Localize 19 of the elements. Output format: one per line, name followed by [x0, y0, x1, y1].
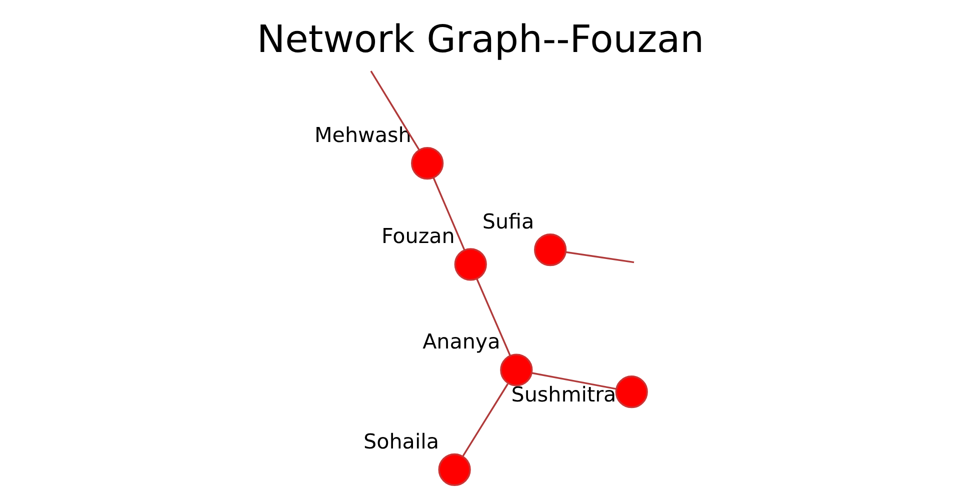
connector [565, 251, 634, 264]
node-circle [534, 233, 566, 266]
node-circle [438, 453, 470, 486]
node-label: Sohaila [363, 429, 439, 454]
node-circle [410, 146, 444, 180]
connector [462, 383, 508, 456]
connector [476, 278, 510, 356]
node-circle [614, 376, 648, 408]
node-circle [500, 354, 532, 386]
node-label: Fouzan [381, 224, 454, 248]
connector [531, 372, 616, 390]
connector [432, 177, 465, 250]
node-label: Mehwash [314, 122, 411, 147]
diagram-title: Network Graph--Fouzan [256, 16, 704, 61]
node-label: Sushmitra [510, 382, 616, 406]
node-label: Ananya [422, 330, 500, 354]
connector [370, 70, 420, 150]
node-circle [454, 248, 486, 281]
node-label: Sufia [482, 209, 534, 234]
